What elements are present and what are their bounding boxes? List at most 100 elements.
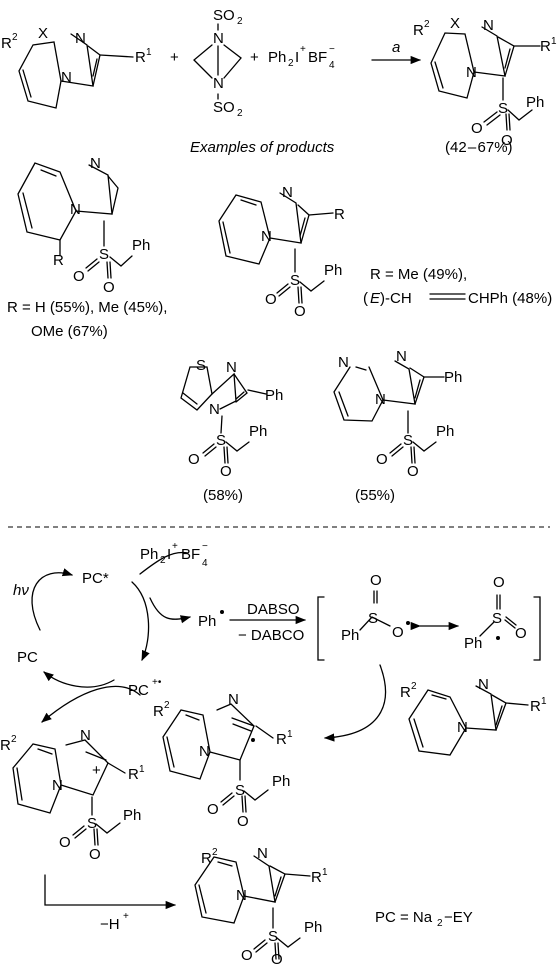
dabso-reagent: SO 2 N N SO 2 <box>193 7 243 119</box>
hv-label: hν <box>13 582 29 599</box>
pc-radical-cation: PC <box>128 682 149 699</box>
svg-text:4: 4 <box>329 60 335 71</box>
product-example-2: N N R S O O Ph R = Me (49%), ( E )-CH CH… <box>218 184 552 320</box>
svg-text:I: I <box>167 546 171 563</box>
svg-text:O: O <box>515 625 527 642</box>
svg-text:+•: +• <box>152 677 162 688</box>
svg-text:S: S <box>196 357 206 374</box>
dabso-label: DABSO <box>247 601 300 618</box>
svg-text:N: N <box>61 69 72 86</box>
svg-text:2: 2 <box>288 58 294 69</box>
pc-ground: PC <box>17 649 38 666</box>
svg-text:O: O <box>59 834 71 851</box>
svg-text:N: N <box>466 64 477 81</box>
yield-example-4: (55%) <box>355 487 395 504</box>
svg-text:I: I <box>295 49 299 66</box>
svg-text:N: N <box>257 845 268 862</box>
svg-text:)-CH: )-CH <box>380 290 412 307</box>
svg-text:Ph: Ph <box>444 369 462 386</box>
svg-text:N: N <box>80 727 91 744</box>
yield-range: (42 – 67%) <box>445 139 513 156</box>
caption-example-2: R = Me (49%), <box>370 266 467 283</box>
svg-text:R: R <box>400 684 411 701</box>
svg-text:S: S <box>492 610 502 627</box>
final-product: R 2 N N R 1 S O O Ph <box>194 845 328 966</box>
svg-text:O: O <box>220 463 232 480</box>
svg-text:O: O <box>73 268 85 285</box>
radical-addition-arrow <box>323 664 387 742</box>
sulfonyl-radical-resonance: Ph S O O Ph S O O <box>317 572 541 661</box>
starting-imidazopyridine: R 2 X N N R 1 <box>1 25 152 109</box>
svg-text:+: + <box>92 762 101 779</box>
examples-title: Examples of products <box>190 139 335 156</box>
svg-text:N: N <box>213 30 224 47</box>
svg-text:R: R <box>0 737 11 754</box>
svg-text:2: 2 <box>11 734 17 745</box>
svg-text:R: R <box>128 766 139 783</box>
svg-text:R: R <box>540 38 551 55</box>
svg-text:N: N <box>226 359 237 376</box>
svg-text:CHPh (48%): CHPh (48%) <box>468 290 552 307</box>
svg-text:X: X <box>450 15 460 32</box>
svg-text:O: O <box>207 801 219 818</box>
svg-text:1: 1 <box>322 867 328 878</box>
svg-text:R: R <box>201 850 212 867</box>
svg-text:OMe (67%): OMe (67%) <box>31 323 108 340</box>
svg-text:O: O <box>471 120 483 137</box>
svg-text:SO: SO <box>213 7 235 24</box>
svg-text:+: + <box>123 911 129 922</box>
svg-text:N: N <box>90 155 101 172</box>
svg-text:O: O <box>271 951 283 966</box>
svg-text:N: N <box>75 30 86 47</box>
svg-text:Ph: Ph <box>140 546 158 563</box>
svg-text:O: O <box>493 574 505 591</box>
svg-text:+: + <box>172 541 178 552</box>
svg-text:BF: BF <box>181 546 200 563</box>
svg-text:2: 2 <box>164 700 170 711</box>
svg-text:−: − <box>202 541 208 552</box>
svg-text:R: R <box>334 206 345 223</box>
imidazopyridine-substrate: R 2 N N R 1 <box>400 676 547 756</box>
svg-text:O: O <box>89 846 101 863</box>
svg-text:2: 2 <box>237 108 243 119</box>
svg-text:2: 2 <box>437 918 443 929</box>
svg-text:N: N <box>457 719 468 736</box>
svg-text:S: S <box>368 610 378 627</box>
svg-text:N: N <box>199 743 210 760</box>
svg-text:1: 1 <box>139 764 145 775</box>
svg-text:Ph: Ph <box>249 423 267 440</box>
svg-text:S: S <box>99 246 109 263</box>
svg-text:O: O <box>188 451 200 468</box>
condition-label: a <box>392 39 400 56</box>
svg-text:N: N <box>282 184 293 201</box>
svg-text:O: O <box>501 132 513 149</box>
svg-text:S: S <box>235 782 245 799</box>
svg-text:Ph: Ph <box>436 423 454 440</box>
svg-text:Ph: Ph <box>324 262 342 279</box>
svg-text:N: N <box>375 391 386 408</box>
svg-text:R: R <box>153 703 164 720</box>
svg-text:2: 2 <box>160 555 166 566</box>
phenyl-radical: Ph <box>198 613 216 630</box>
product-general: R 2 X N N R 1 S O O Ph <box>413 15 557 149</box>
r2-label: R <box>1 35 12 52</box>
svg-text:O: O <box>407 463 419 480</box>
pc-excited: PC* <box>82 570 109 587</box>
product-example-1: N N S O O Ph R R = H (55%), Me (45%), OM… <box>7 155 167 340</box>
svg-text:Ph: Ph <box>464 635 482 652</box>
svg-text:R: R <box>530 698 541 715</box>
svg-text:N: N <box>338 354 349 371</box>
product-example-4: N N N Ph S O O Ph (55%) <box>333 348 462 504</box>
svg-text:Ph: Ph <box>341 627 359 644</box>
svg-text:O: O <box>294 303 306 320</box>
svg-text:Ph: Ph <box>272 773 290 790</box>
svg-text:2: 2 <box>237 16 243 27</box>
svg-text:R: R <box>413 22 424 39</box>
svg-text:S: S <box>87 815 97 832</box>
svg-text:Ph: Ph <box>265 387 283 404</box>
svg-text:BF: BF <box>308 49 327 66</box>
svg-text:Ph: Ph <box>526 94 544 111</box>
svg-text:R: R <box>53 252 64 269</box>
svg-text:4: 4 <box>202 558 208 569</box>
svg-text:O: O <box>376 451 388 468</box>
